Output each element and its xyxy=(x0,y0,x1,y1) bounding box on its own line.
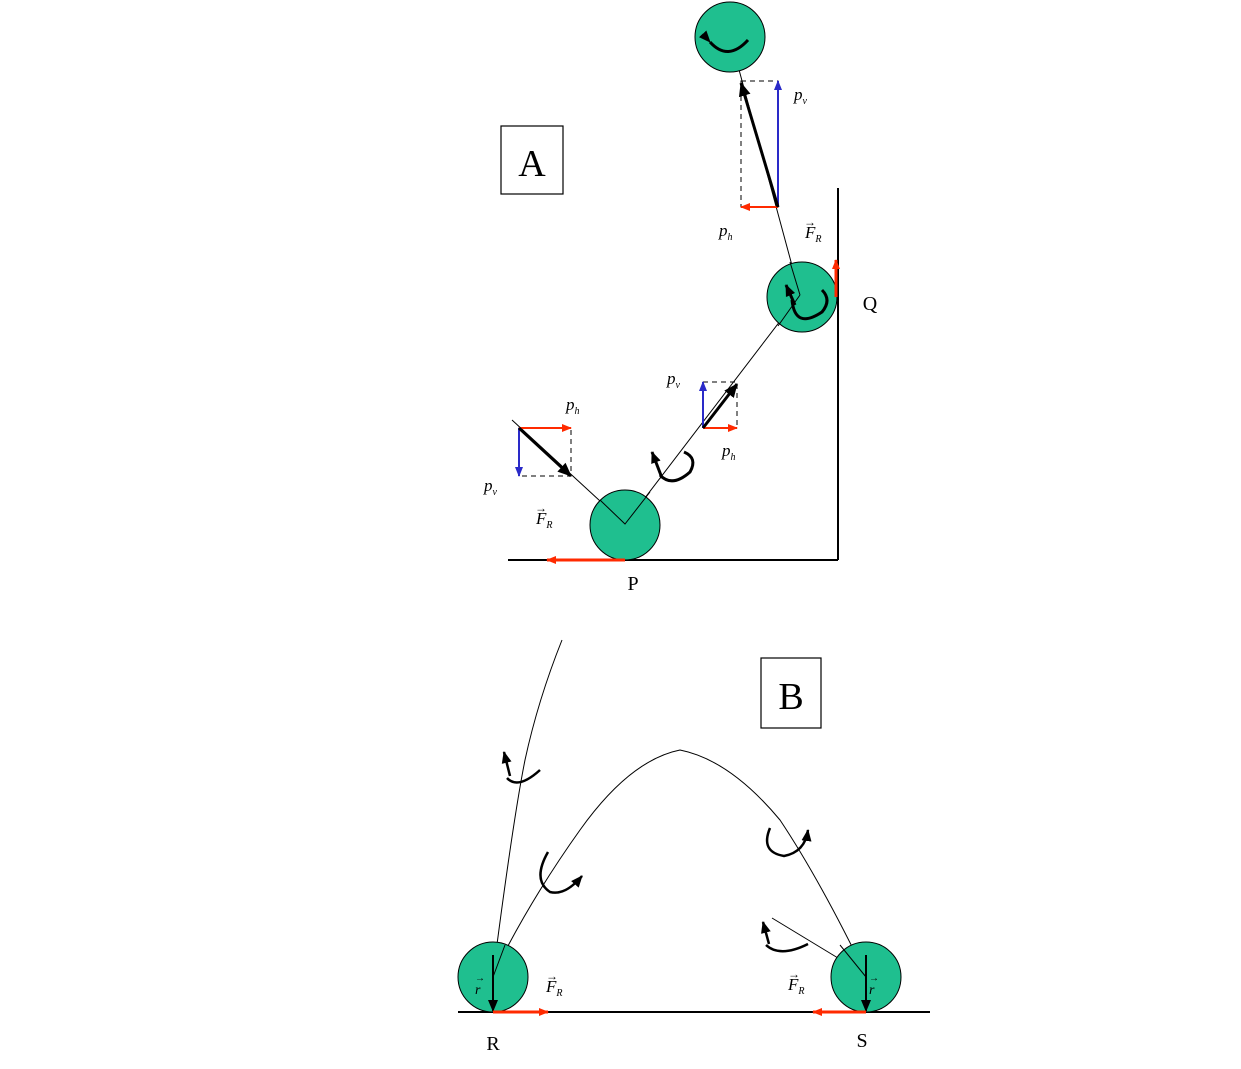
panel-b-title: B xyxy=(778,676,803,718)
trajectory-overlay-r xyxy=(492,944,506,978)
trajectory-a-overlay-2 xyxy=(777,294,801,327)
label-fr-r-vec: → xyxy=(546,969,558,983)
outgoing-q-momentum-group xyxy=(738,80,782,211)
label-r-vec-r: r xyxy=(475,983,481,998)
trajectory-arc xyxy=(492,749,867,976)
label-fr-r: FR xyxy=(545,977,563,999)
spin-icon-arc-left xyxy=(539,851,583,894)
spin-icon-incoming-s-head xyxy=(761,921,771,945)
label-fr-q-vec: → xyxy=(804,215,816,229)
spin-icon-steep-head xyxy=(501,751,512,777)
label-fr-s: FR xyxy=(787,975,805,997)
spin-icon-ball-top xyxy=(698,30,750,53)
panel-b-title-box: B xyxy=(760,657,822,729)
point-q-label: Q xyxy=(863,293,878,315)
label-r-vec-s: r xyxy=(869,983,875,998)
label-ph-top: ph xyxy=(718,221,733,243)
point-r-label: R xyxy=(486,1033,500,1055)
spin-icon-arc-right xyxy=(765,827,812,858)
spin-icon-mid xyxy=(658,450,695,483)
label-ph-mid: ph xyxy=(721,441,736,463)
point-s-label: S xyxy=(856,1030,867,1052)
label-fr-q: FR xyxy=(804,223,822,245)
spin-icon-incoming-s xyxy=(765,942,809,953)
trajectory-overlay-s xyxy=(839,944,867,978)
panel-b: B FR → FR → r → r → R xyxy=(457,639,930,1055)
point-p-label: P xyxy=(627,573,638,595)
top-p-arrow xyxy=(738,82,780,208)
trajectory-steep xyxy=(492,639,563,976)
spin-icon-mid-head xyxy=(650,451,664,479)
label-r-arrow-s: → xyxy=(869,973,879,984)
trajectory-a-overlay xyxy=(599,491,651,525)
outgoing-p-momentum-group xyxy=(699,381,739,432)
spin-icon-steep xyxy=(506,769,541,784)
label-fr-p: FR xyxy=(535,509,553,531)
trajectory-a-overlay-3 xyxy=(789,261,801,296)
spin-icon-ball-q-head xyxy=(784,284,797,306)
label-fr-p-vec: → xyxy=(535,501,547,515)
spin-icon-ball-q xyxy=(790,288,829,321)
label-ph-incoming: ph xyxy=(565,395,580,417)
label-r-arrow-r: → xyxy=(475,973,485,984)
incoming-p-arrow xyxy=(517,426,573,478)
panel-a-title-box: A xyxy=(500,125,564,195)
panel-a: A xyxy=(483,1,878,595)
panel-a-title: A xyxy=(518,143,546,185)
label-pv-mid: pv xyxy=(666,369,681,391)
mid-p-arrow xyxy=(701,383,739,429)
label-pv-incoming: pv xyxy=(483,476,498,498)
label-fr-s-vec: → xyxy=(788,967,800,981)
ball-top xyxy=(694,1,766,73)
incoming-momentum-group xyxy=(515,424,573,478)
label-pv-top: pv xyxy=(793,85,808,107)
